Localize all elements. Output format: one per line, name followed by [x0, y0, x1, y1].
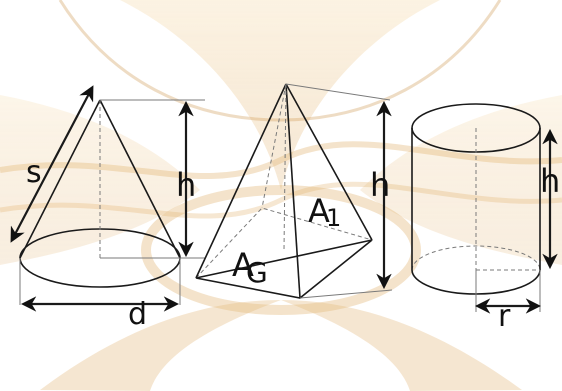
wave-lobe-bottom-left [40, 300, 281, 391]
cylinder [411, 103, 558, 314]
pyramid-edge-hidden [261, 83, 287, 209]
pyramid-height-label: h [370, 166, 390, 204]
pyramid-height-guide-top [285, 83, 391, 101]
cone-slant-arrow [10, 85, 94, 243]
cone-height-label: h [176, 166, 196, 204]
pyramid-edge-2 [285, 83, 301, 299]
wave-sweep-3 [58, 0, 502, 122]
pyramid-base-visible [195, 239, 373, 299]
pyramid-lateral-area-label: A [308, 192, 330, 230]
cone [10, 85, 205, 312]
wave-lobe-bottom-right [281, 300, 522, 391]
wave-band-top [120, 0, 440, 190]
pyramid-base-area-sub: G [246, 256, 268, 289]
cone-slant-label: s [26, 155, 42, 190]
pyramid-edge-1 [195, 83, 287, 279]
cone-diameter-label: d [128, 297, 147, 332]
wave-band-right [360, 95, 562, 265]
cylinder-bottom-back [411, 245, 541, 271]
wave-sweep-1 [0, 141, 562, 179]
wave-sweep-2 [0, 181, 562, 219]
pyramid [195, 83, 393, 299]
cone-edge-right [99, 99, 181, 259]
cylinder-radius-label: r [498, 299, 511, 334]
pyramid-lateral-area-sub: 1 [326, 204, 341, 232]
pyramid-base-area-label: A [232, 246, 254, 284]
pyramid-height-guide-bottom [299, 289, 393, 299]
wave-ring [141, 185, 421, 315]
cylinder-height-label: h [540, 162, 560, 200]
pyramid-edge-3 [285, 83, 373, 241]
